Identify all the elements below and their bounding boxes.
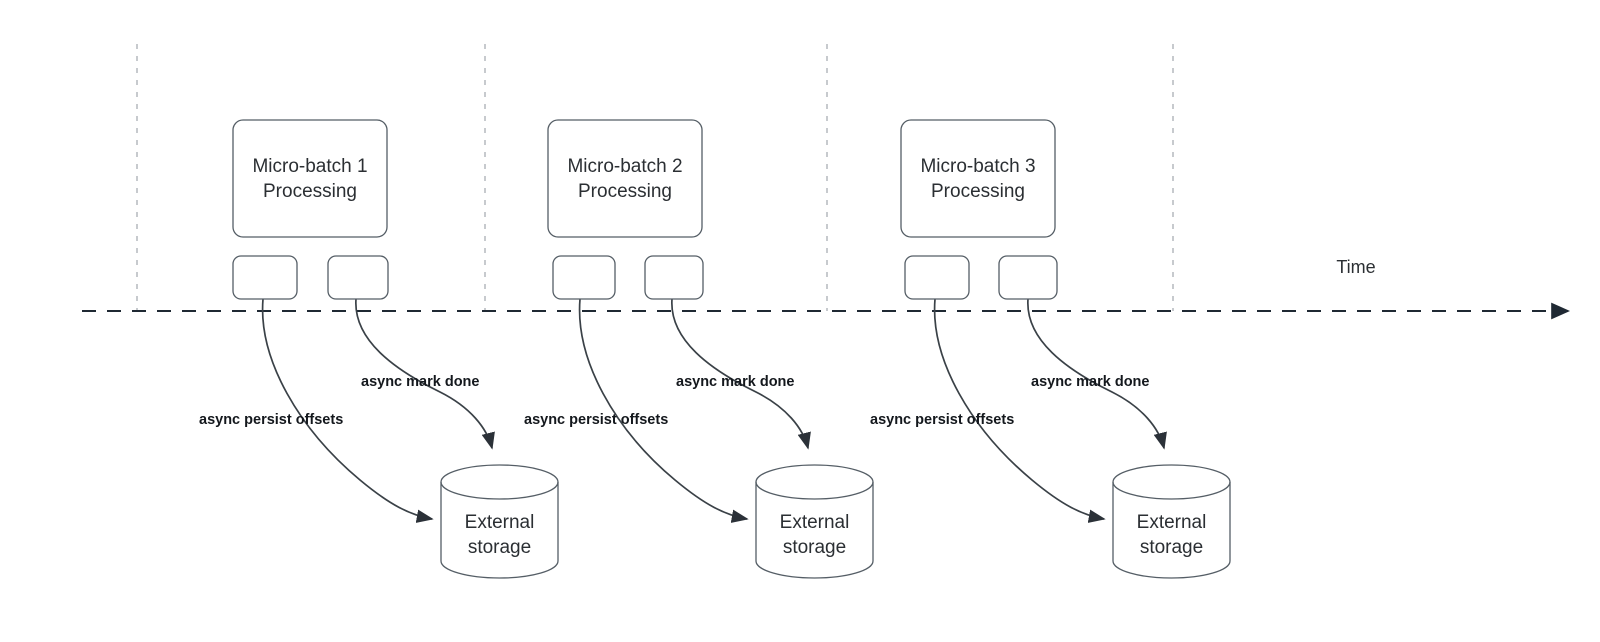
persist-offsets-label-1: async persist offsets [199,412,343,428]
micro-batch-label-line1-1: Micro-batch 1 [252,156,367,177]
micro-batch-label-line2-2: Processing [578,181,672,202]
micro-batch-label-line2-3: Processing [931,181,1025,202]
micro-batch-label-line1-3: Micro-batch 3 [920,156,1035,177]
external-storage-cylinder-body-2[interactable] [755,464,874,579]
persist-offsets-box-1[interactable] [232,255,298,300]
persist-offsets-box-2[interactable] [552,255,616,300]
persist-offsets-box-3[interactable] [904,255,970,300]
external-storage-label-line2-1: storage [468,537,531,558]
persist-offsets-label-3: async persist offsets [870,412,1014,428]
external-storage-cylinder-top-3 [1112,481,1231,500]
persist-offsets-arrow-2 [578,298,749,523]
mark-done-arrow-2 [671,298,811,450]
micro-batch-box-3[interactable] [900,119,1056,238]
external-storage-label-line2-3: storage [1140,537,1203,558]
mark-done-arrow-3 [1027,298,1167,450]
mark-done-label-1: async mark done [361,374,479,390]
persist-offsets-label-2: async persist offsets [524,412,668,428]
external-storage-label-line1-2: External [780,512,850,533]
micro-batch-label-line2-1: Processing [263,181,357,202]
external-storage-label-line1-1: External [465,512,535,533]
external-storage-cylinder-top-2 [755,481,874,500]
timeline-axis: Time [82,257,1571,320]
mark-done-box-2[interactable] [644,255,704,300]
external-storage-cylinder-top-1 [440,481,559,500]
divider-group [136,44,1174,311]
mark-done-box-1[interactable] [327,255,389,300]
mark-done-arrow-1 [355,298,495,450]
micro-batch-box-1[interactable] [232,119,388,238]
micro-batch-box-2[interactable] [547,119,703,238]
micro-batch-label-line1-2: Micro-batch 2 [567,156,682,177]
mark-done-label-3: async mark done [1031,374,1149,390]
external-storage-cylinder-body-3[interactable] [1112,464,1231,579]
external-storage-label-line1-3: External [1137,512,1207,533]
mark-done-label-2: async mark done [676,374,794,390]
persist-offsets-arrow-3 [933,298,1106,523]
persist-offsets-arrow-1 [261,298,434,523]
external-storage-label-line2-2: storage [783,537,846,558]
timeline-axis-label: Time [1336,257,1375,277]
mark-done-box-3[interactable] [998,255,1058,300]
external-storage-cylinder-body-1[interactable] [440,464,559,579]
